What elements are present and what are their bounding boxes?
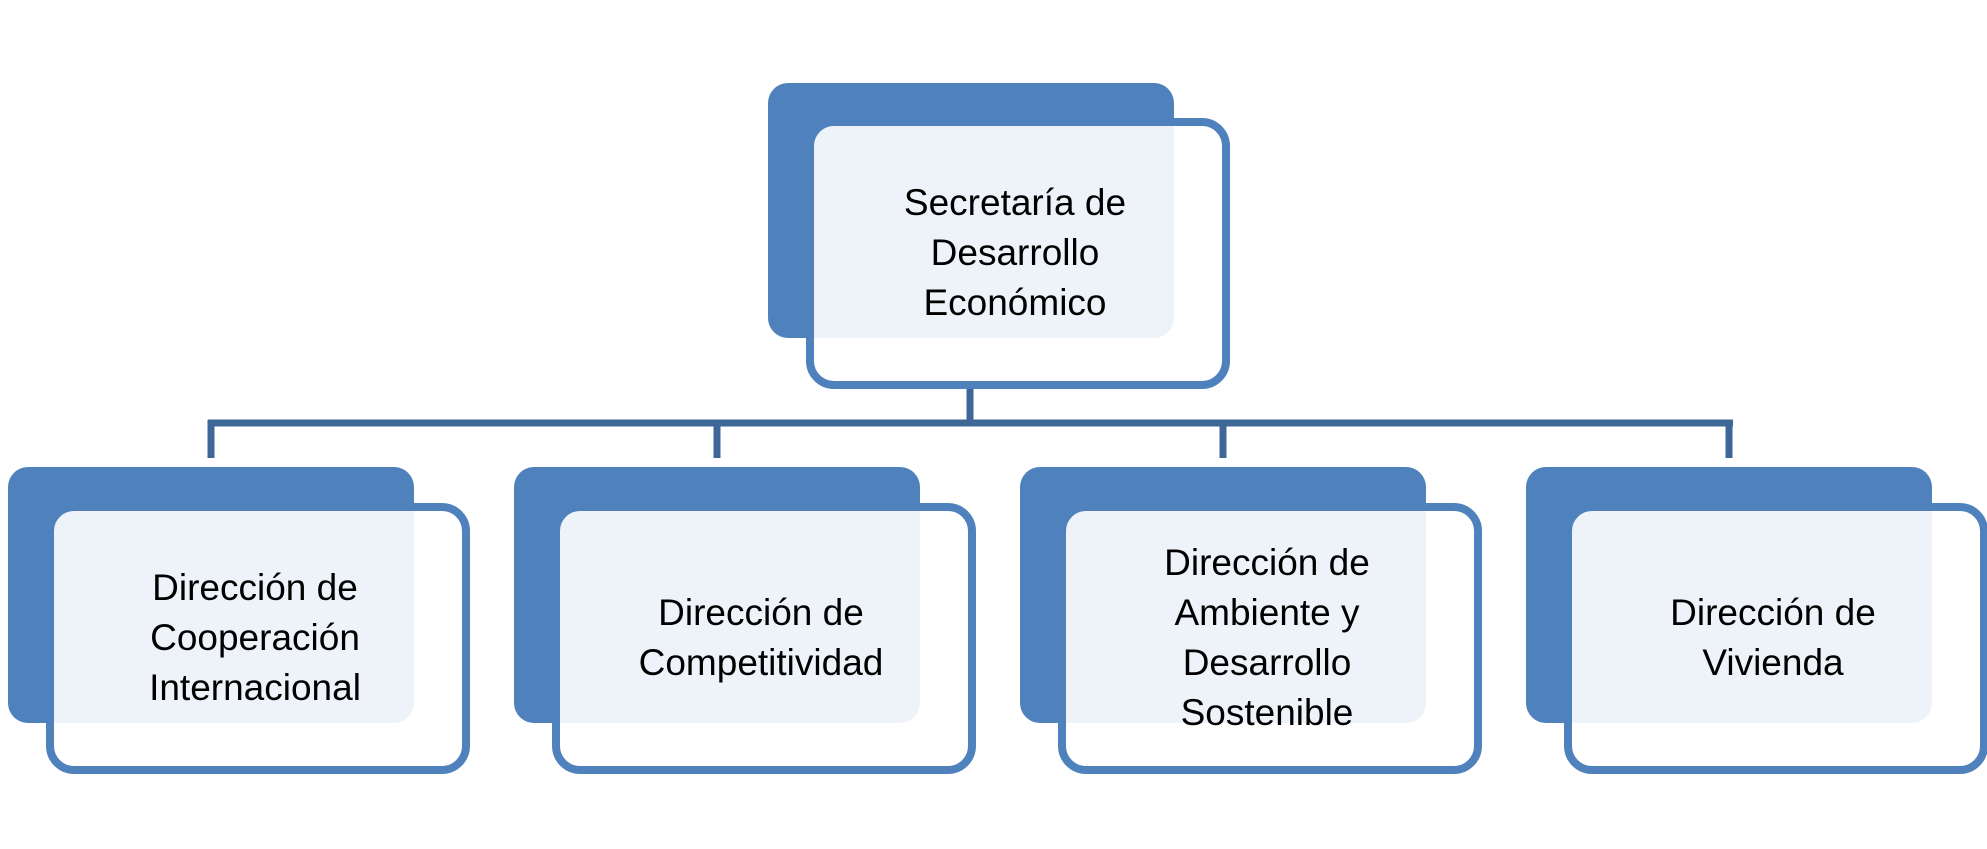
org-node-child-4-front-card	[1564, 503, 1987, 774]
org-node-child-2-label: Dirección de Competitividad	[638, 591, 884, 683]
org-node-child-4	[1526, 467, 1987, 774]
org-node-child-2-front-card	[552, 503, 976, 774]
org-node-root-label: Secretaría de Desarrollo Económico	[903, 181, 1127, 323]
org-node-child-1-label: Dirección de Cooperación Internacional	[149, 566, 361, 708]
org-node-child-3-label: Dirección de Ambiente y Desarrollo Soste…	[1164, 541, 1370, 733]
org-node-root-front-card	[806, 118, 1230, 389]
org-node-root	[768, 83, 1230, 389]
org-node-child-3	[1020, 467, 1482, 774]
org-node-child-2	[514, 467, 976, 774]
connector-group	[207, 385, 1733, 458]
org-node-child-1-front-card	[46, 503, 470, 774]
org-node-child-4-label: Dirección de Vivienda	[1670, 591, 1876, 683]
org-node-child-3-front-card	[1058, 503, 1482, 774]
org-node-child-1	[8, 467, 470, 774]
